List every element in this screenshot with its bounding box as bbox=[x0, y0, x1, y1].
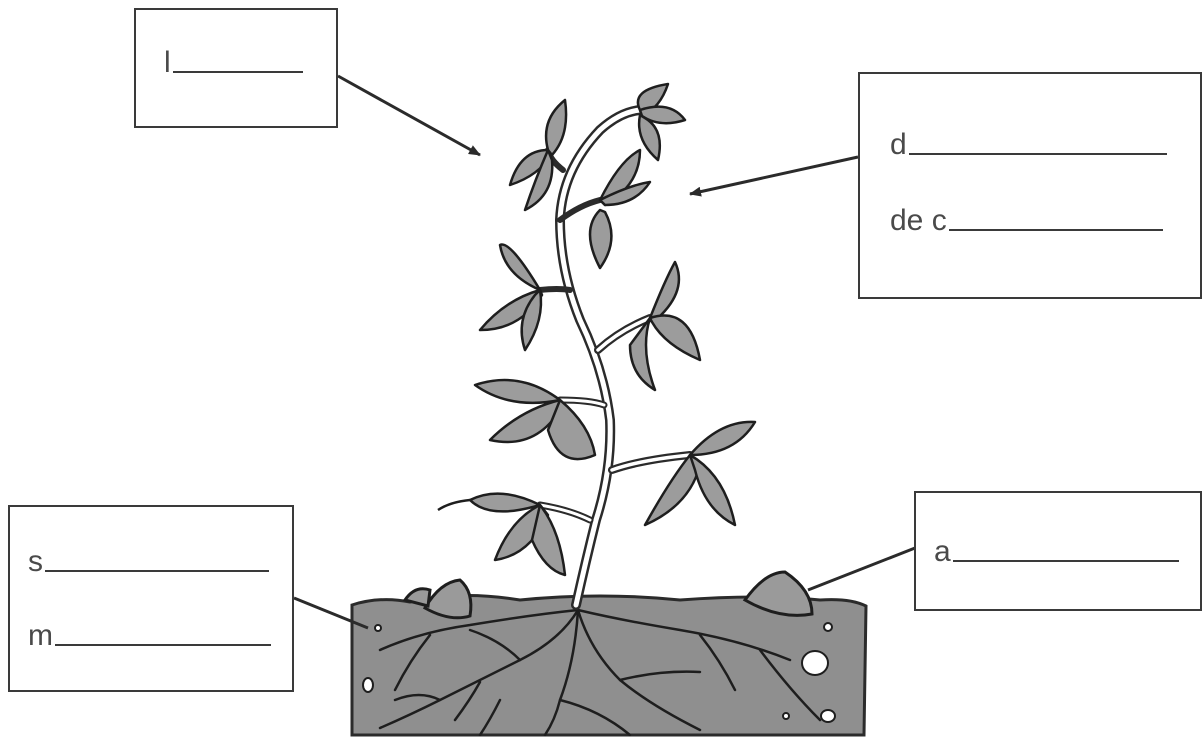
label-box-top-left: l bbox=[134, 8, 338, 128]
label-prefix-s: s bbox=[28, 545, 43, 578]
label-line-a: a bbox=[934, 535, 1179, 569]
pointer-arrow-right bbox=[689, 155, 859, 197]
label-prefix-de-c: de c bbox=[890, 204, 947, 237]
answer-blank-a[interactable] bbox=[952, 560, 1179, 562]
label-prefix-m: m bbox=[28, 619, 53, 652]
soil-cross-section bbox=[350, 570, 868, 737]
label-box-top-right: d de c bbox=[858, 72, 1202, 299]
plant-leaves bbox=[437, 82, 757, 577]
answer-blank-l[interactable] bbox=[172, 71, 303, 73]
answer-blank-s[interactable] bbox=[45, 570, 269, 572]
pointer-arrow-leaf bbox=[337, 74, 481, 157]
label-box-bottom-right: a bbox=[914, 491, 1202, 611]
label-line-de-c: de c bbox=[890, 204, 1163, 238]
pointer-line-rock bbox=[807, 546, 916, 592]
label-line-l: l bbox=[164, 46, 303, 80]
rocks bbox=[402, 570, 814, 620]
pointer-line-soil bbox=[293, 596, 369, 630]
answer-blank-d[interactable] bbox=[908, 153, 1167, 155]
roots bbox=[378, 608, 822, 737]
plant-stem bbox=[536, 105, 694, 610]
label-prefix-a: a bbox=[934, 535, 951, 568]
label-line-d: d bbox=[890, 128, 1167, 162]
label-box-bottom-left: s m bbox=[8, 505, 294, 692]
answer-blank-de-c[interactable] bbox=[948, 229, 1163, 231]
answer-blank-m[interactable] bbox=[55, 644, 271, 646]
pointer-lines bbox=[293, 74, 916, 630]
label-prefix-l: l bbox=[164, 46, 171, 79]
pebbles bbox=[362, 622, 836, 723]
label-line-m: m bbox=[28, 619, 271, 653]
label-line-s: s bbox=[28, 545, 269, 579]
label-prefix-d: d bbox=[890, 128, 907, 161]
